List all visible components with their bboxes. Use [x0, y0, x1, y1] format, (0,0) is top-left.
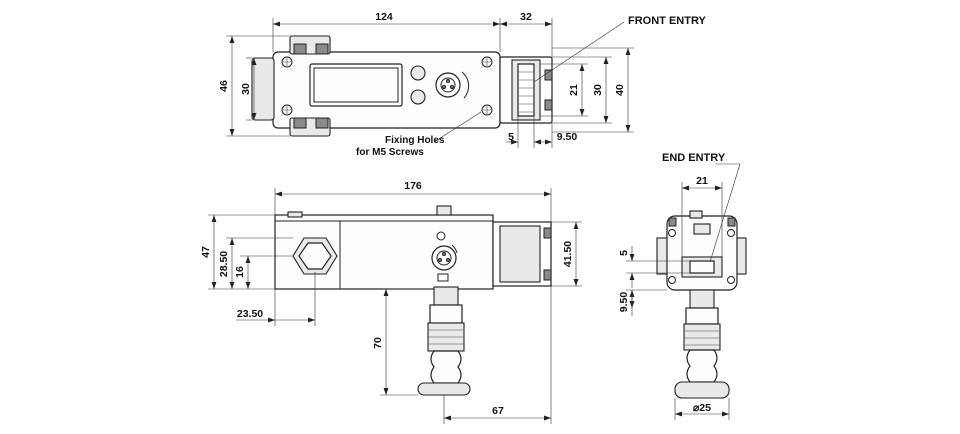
dim-top-height: 46 [218, 80, 230, 92]
dim-side-28-50: 28.50 [218, 251, 230, 277]
dim-side-width: 176 [404, 180, 422, 192]
dim-top-inner-height: 30 [240, 83, 252, 95]
dim-top-connector: 32 [520, 11, 532, 23]
dim-connector-40: 40 [614, 84, 626, 96]
dim-end-21: 21 [696, 175, 708, 187]
dim-end-diameter: ⌀25 [693, 402, 711, 414]
dim-side-16: 16 [234, 266, 246, 278]
end-view [626, 163, 747, 420]
dim-connector-21: 21 [568, 84, 580, 96]
dim-end-9-50: 9.50 [618, 292, 630, 313]
dim-side-41-50: 41.50 [562, 241, 574, 267]
dim-side-70: 70 [372, 337, 384, 349]
label-fixing-holes-1: Fixing Holes [385, 135, 445, 146]
dim-connector-5: 5 [508, 131, 514, 143]
side-view [208, 188, 582, 424]
dim-top-width: 124 [375, 11, 393, 23]
label-front-entry: FRONT ENTRY [628, 15, 706, 27]
dim-side-height: 47 [200, 246, 212, 258]
dim-connector-9-50: 9.50 [557, 131, 578, 143]
top-view [226, 18, 634, 148]
label-fixing-holes-2: for M5 Screws [356, 147, 424, 158]
dim-end-5: 5 [618, 250, 630, 256]
label-end-entry: END ENTRY [662, 152, 726, 164]
dim-side-67: 67 [492, 405, 504, 417]
dim-connector-30: 30 [592, 84, 604, 96]
dim-side-23-50: 23.50 [237, 308, 263, 320]
